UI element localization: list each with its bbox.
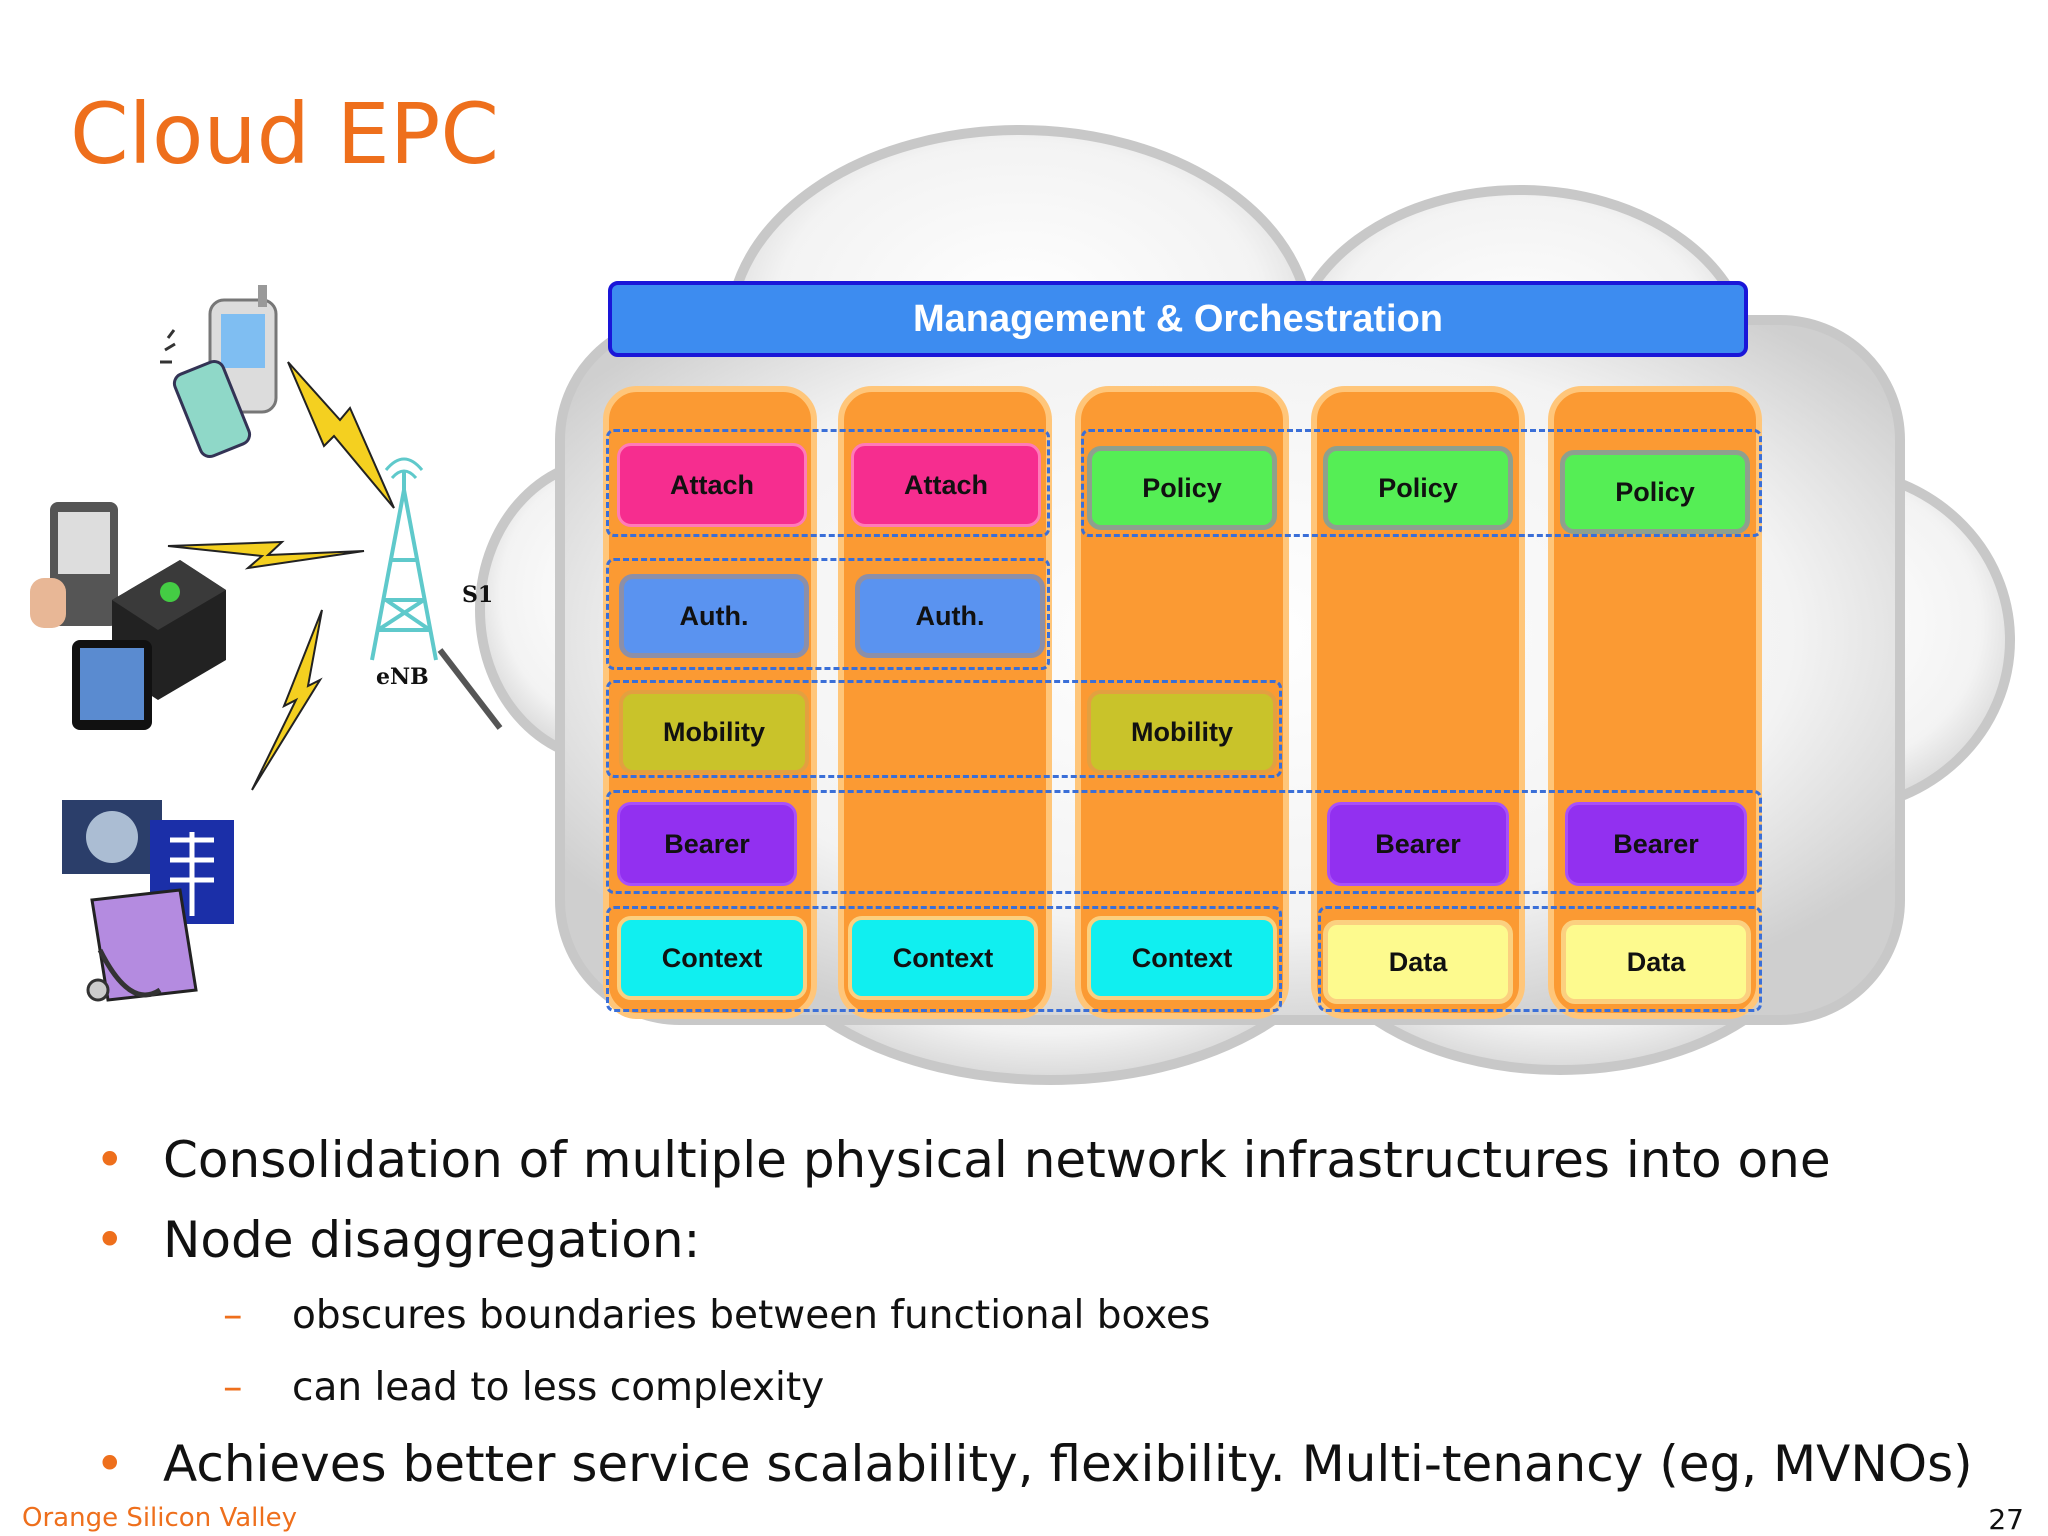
- bearer-box: Bearer: [1565, 802, 1747, 886]
- data-box: Data: [1561, 920, 1751, 1004]
- enb-tower-icon: [370, 457, 438, 661]
- context-box: Context: [848, 916, 1038, 1000]
- medical-images-icon: [62, 800, 234, 1002]
- bullet-item: Achieves better service scalability, fle…: [95, 1424, 1995, 1504]
- bearer-box: Bearer: [1327, 802, 1509, 886]
- bullet-item: Node disaggregation:: [95, 1200, 1995, 1280]
- footer-brand: Orange Silicon Valley: [22, 1503, 297, 1533]
- management-orchestration-bar: Management & Orchestration: [608, 281, 1748, 357]
- bullet-list: Consolidation of multiple physical netwo…: [95, 1120, 1995, 1504]
- bearer-group: [606, 790, 1762, 894]
- cloud-epc-diagram: S1 eNB Management & Orchestration Attach…: [30, 125, 2015, 1085]
- devices-illustration: [30, 285, 503, 1002]
- auth-box: Auth.: [619, 574, 809, 658]
- sub-bullet-item: can lead to less complexity: [95, 1352, 1995, 1424]
- context-box: Context: [1087, 916, 1277, 1000]
- policy-box: Policy: [1560, 450, 1750, 534]
- attach-box: Attach: [851, 443, 1041, 527]
- auth-box: Auth.: [855, 574, 1045, 658]
- policy-box: Policy: [1323, 446, 1513, 530]
- attach-group: [606, 429, 1050, 537]
- tablet-icon: [72, 640, 152, 730]
- context-group: [606, 906, 1282, 1012]
- auth-group: [606, 558, 1050, 670]
- data-box: Data: [1323, 920, 1513, 1004]
- sub-bullet-item: obscures boundaries between functional b…: [95, 1280, 1995, 1352]
- phone-icon: [160, 285, 278, 459]
- bearer-box: Bearer: [617, 802, 797, 886]
- data-group: [1318, 906, 1762, 1012]
- attach-box: Attach: [617, 443, 807, 527]
- enb-label: eNB: [376, 664, 429, 690]
- page-number: 27: [1988, 1503, 2024, 1536]
- mobility-box: Mobility: [1087, 690, 1277, 774]
- mobility-box: Mobility: [619, 690, 809, 774]
- policy-group: [1081, 429, 1762, 537]
- s1-interface-label: S1: [462, 582, 494, 608]
- ereader-icon: [30, 502, 118, 628]
- lightning-bolt-icon: [167, 361, 395, 791]
- mobility-group: [606, 680, 1282, 778]
- slide-title: Cloud EPC: [70, 85, 500, 183]
- policy-box: Policy: [1087, 446, 1277, 530]
- context-box: Context: [617, 916, 807, 1000]
- bullet-item: Consolidation of multiple physical netwo…: [95, 1120, 1995, 1200]
